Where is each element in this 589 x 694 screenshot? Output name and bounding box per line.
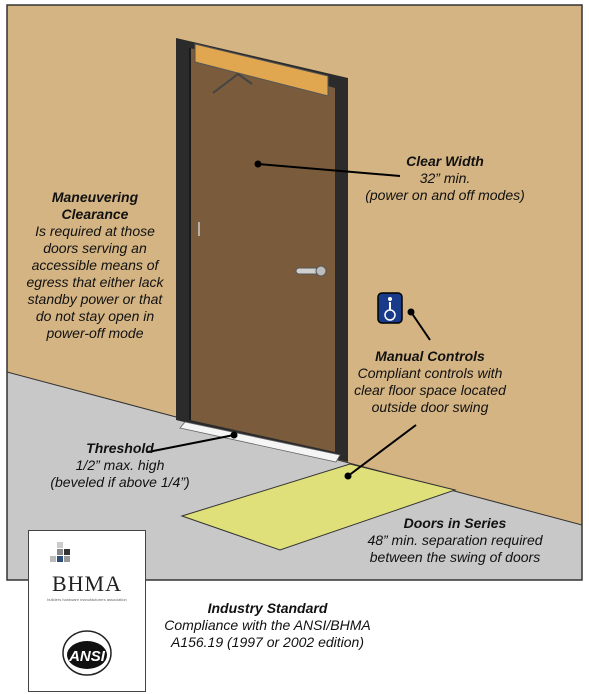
door-closer	[194, 43, 329, 97]
label-threshold: Threshold 1/2” max. high (beveled if abo…	[50, 440, 190, 490]
scene-border	[6, 4, 583, 581]
floor-mat	[180, 463, 457, 551]
threshold-plate	[179, 421, 341, 463]
label-manual-controls: Manual Controls Compliant controls with …	[354, 348, 506, 415]
floor	[7, 372, 582, 580]
label-doors-in-series: Doors in Series 48” min. separation requ…	[367, 515, 543, 565]
label-industry-standard: Industry Standard Compliance with the AN…	[164, 600, 371, 650]
label-clear-width: Clear Width 32” min. (power on and off m…	[350, 153, 540, 204]
bhma-logo: BHMA	[51, 571, 122, 596]
wheelchair-icon	[384, 297, 396, 321]
ansi-logo: ANSI	[62, 630, 112, 676]
leader-clear-width	[257, 163, 401, 177]
leader-manual-controls	[410, 311, 431, 341]
door-handle-rose	[315, 265, 327, 277]
ansi-word: ANSI	[68, 648, 106, 665]
leader-mat	[347, 424, 417, 477]
label-maneuvering-clearance: Maneuvering Clearance Is required at tho…	[26, 189, 164, 341]
bhma-subtitle: builders hardware manufacturers associat…	[47, 597, 127, 602]
closer-arm	[212, 72, 253, 94]
clear-width-title: Clear Width	[406, 153, 484, 169]
bhma-squares-icon	[50, 542, 70, 562]
logo-box: BHMA builders hardware manufacturers ass…	[28, 530, 146, 692]
door-leaf	[190, 48, 335, 452]
leader-threshold	[147, 434, 235, 453]
